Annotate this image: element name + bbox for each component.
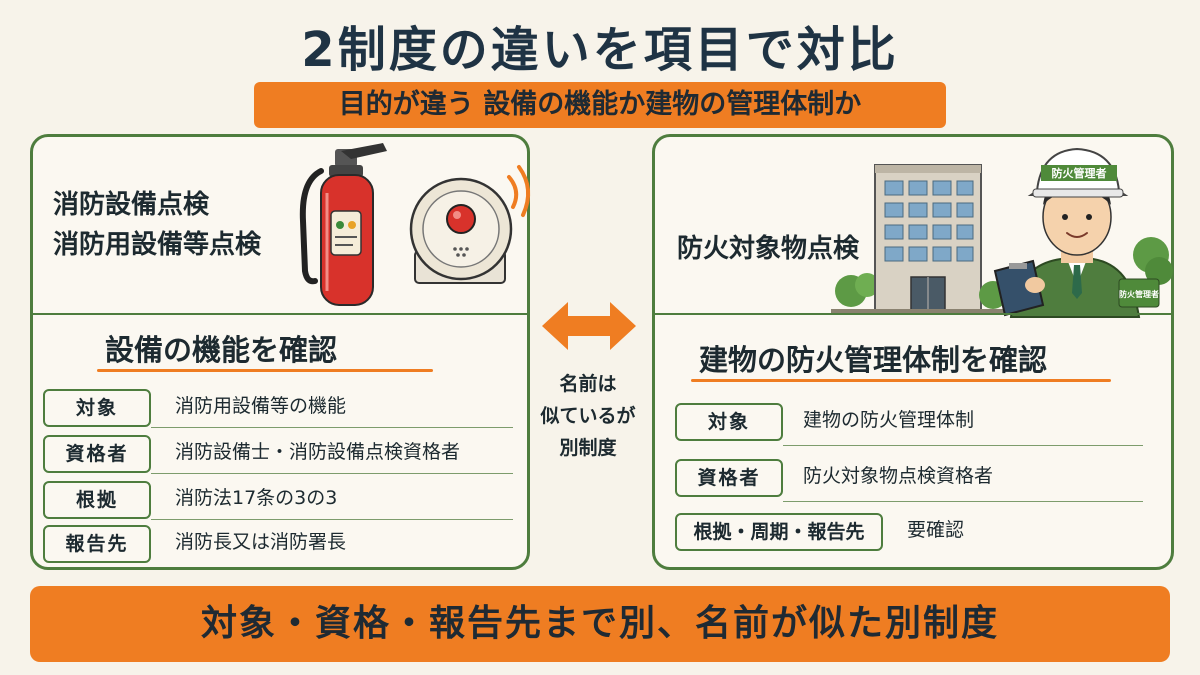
fire-manager-icon: 防火管理者 防火管理者 bbox=[993, 147, 1173, 318]
row-value: 消防用設備等の機能 bbox=[175, 395, 347, 417]
left-panel-divider bbox=[33, 313, 527, 315]
row-rule bbox=[151, 519, 513, 520]
page-title: 2制度の違いを項目で対比 bbox=[301, 22, 899, 78]
row-value: 要確認 bbox=[907, 519, 965, 541]
row-label: 対象 bbox=[675, 403, 783, 441]
row-value: 防火対象物点検資格者 bbox=[803, 465, 994, 487]
right-panel: 防火対象物点検 防火管理者 防火管理者 bbox=[652, 134, 1174, 570]
row-label: 根拠 bbox=[43, 481, 151, 519]
left-section-underline bbox=[97, 369, 433, 372]
table-row: 根拠・周期・報告先 要確認 bbox=[655, 509, 1171, 551]
table-row: 根拠 消防法17条の3の3 bbox=[33, 477, 527, 520]
middle-line1: 名前は bbox=[559, 373, 617, 395]
table-row: 報告先 消防長又は消防署長 bbox=[33, 521, 527, 563]
helmet-label: 防火管理者 bbox=[1052, 166, 1107, 180]
row-rule bbox=[783, 501, 1143, 502]
right-section-underline bbox=[691, 379, 1111, 382]
fire-alarm-icon bbox=[409, 165, 531, 284]
row-rule bbox=[151, 427, 513, 428]
table-row: 対象 建物の防火管理体制 bbox=[655, 399, 1171, 446]
right-section-title: 建物の防火管理体制を確認 bbox=[699, 343, 1048, 377]
left-name-line2: 消防用設備等点検 bbox=[53, 230, 262, 260]
subtitle-banner: 目的が違う 設備の機能か建物の管理体制か bbox=[254, 82, 946, 128]
middle-line2: 似ているが bbox=[540, 405, 636, 427]
row-value: 消防設備士・消防設備点検資格者 bbox=[175, 441, 461, 463]
row-label: 根拠・周期・報告先 bbox=[675, 513, 883, 551]
left-panel: 消防設備点検 消防用設備等点検 設備の機能を確認 対象 消防用設備等の機能 bbox=[30, 134, 531, 570]
left-panel-name: 消防設備点検 消防用設備等点検 bbox=[53, 185, 261, 265]
middle-note: 名前は 似ているが 別制度 bbox=[536, 368, 640, 464]
row-rule bbox=[783, 445, 1143, 446]
table-row: 資格者 消防設備士・消防設備点検資格者 bbox=[33, 431, 527, 474]
footer-banner: 対象・資格・報告先まで別、名前が似た別制度 bbox=[30, 586, 1170, 662]
left-name-line1: 消防設備点検 bbox=[53, 190, 210, 220]
row-value: 消防法17条の3の3 bbox=[175, 487, 338, 509]
row-label: 対象 bbox=[43, 389, 151, 427]
row-label: 資格者 bbox=[675, 459, 783, 497]
armband-label: 防火管理者 bbox=[1119, 289, 1159, 299]
row-value: 建物の防火管理体制 bbox=[803, 409, 975, 431]
double-arrow-icon bbox=[542, 302, 636, 350]
row-label: 報告先 bbox=[43, 525, 151, 563]
middle-line3: 別制度 bbox=[559, 437, 617, 459]
right-panel-divider bbox=[655, 313, 1171, 315]
row-label: 資格者 bbox=[43, 435, 151, 473]
fire-extinguisher-icon bbox=[299, 143, 387, 306]
right-panel-name: 防火対象物点検 bbox=[677, 234, 860, 264]
table-row: 資格者 防火対象物点検資格者 bbox=[655, 455, 1171, 502]
table-row: 対象 消防用設備等の機能 bbox=[33, 385, 527, 428]
row-rule bbox=[151, 473, 513, 474]
left-section-title: 設備の機能を確認 bbox=[105, 333, 338, 367]
row-value: 消防長又は消防署長 bbox=[175, 531, 347, 553]
